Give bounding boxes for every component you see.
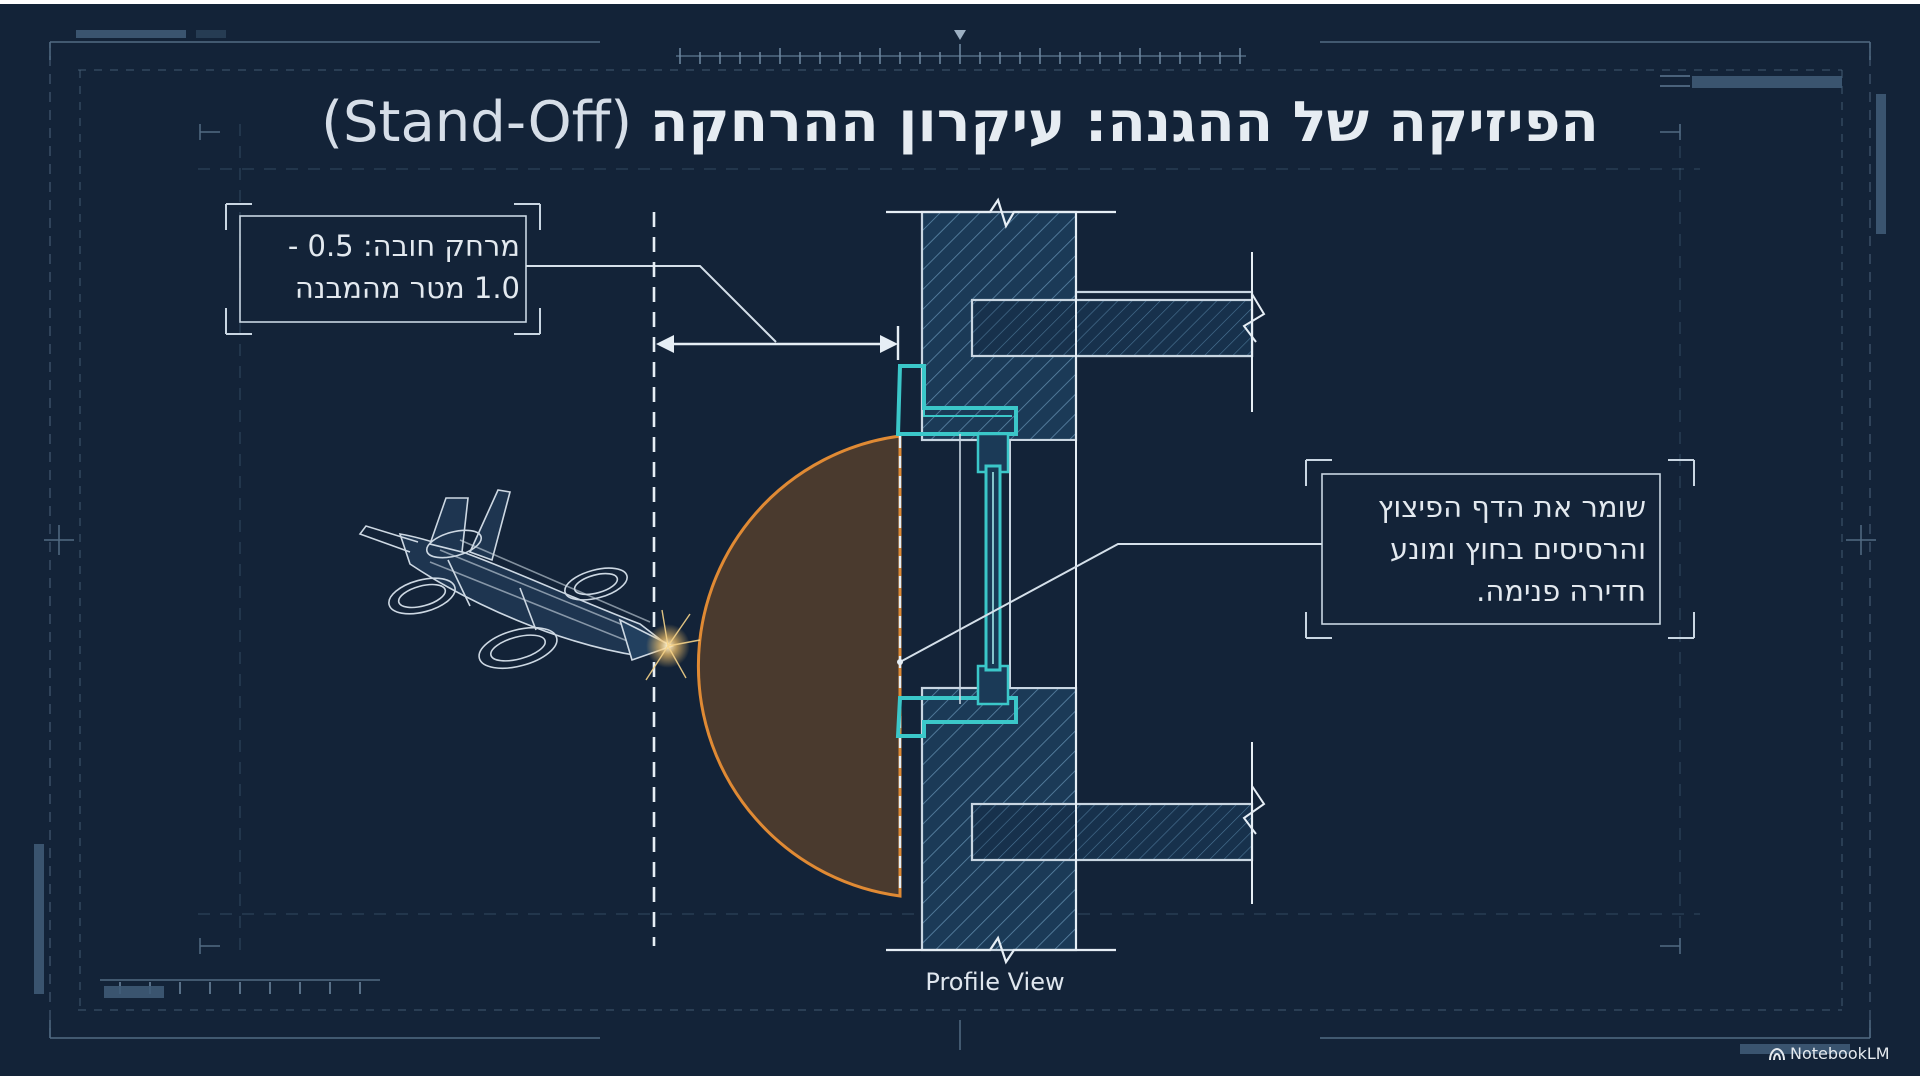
- diagram-canvas: הפיזיקה של ההגנה: עיקרון ההרחקה (Stand-O…: [0, 4, 1920, 1076]
- standoff-leader-line: [526, 265, 777, 343]
- blueprint-frame: [34, 30, 1886, 1054]
- drone-icon: [358, 489, 675, 670]
- effect-leader-line: [899, 543, 1322, 663]
- standoff-diagram: [225, 197, 1695, 965]
- blast-zone: [696, 434, 902, 898]
- notebooklm-logo-icon: [1769, 1047, 1785, 1060]
- page-title-latin: (Stand-Off): [321, 90, 633, 155]
- watermark-text: NotebookLM: [1790, 1044, 1890, 1063]
- wall-section: [886, 197, 1266, 965]
- notebooklm-watermark: NotebookLM: [1768, 1044, 1890, 1063]
- effect-callout-frame: [1305, 459, 1695, 639]
- standoff-distance-callout: מרחק חובה: 0.5 - 1.0 מטר מהמבנה: [287, 229, 520, 305]
- blast-effect-callout: שומר את הדף הפיצוץ והרסיסים בחוץ ומונע ח…: [1377, 490, 1646, 608]
- standoff-dimension: [656, 326, 900, 360]
- page-title: הפיזיקה של ההגנה: עיקרון ההרחקה (Stand-O…: [260, 90, 1660, 155]
- profile-view-label: Profile View: [925, 968, 1065, 996]
- page-title-hebrew: הפיזיקה של ההגנה: עיקרון ההרחקה: [649, 90, 1599, 155]
- standoff-callout-frame: [225, 203, 541, 335]
